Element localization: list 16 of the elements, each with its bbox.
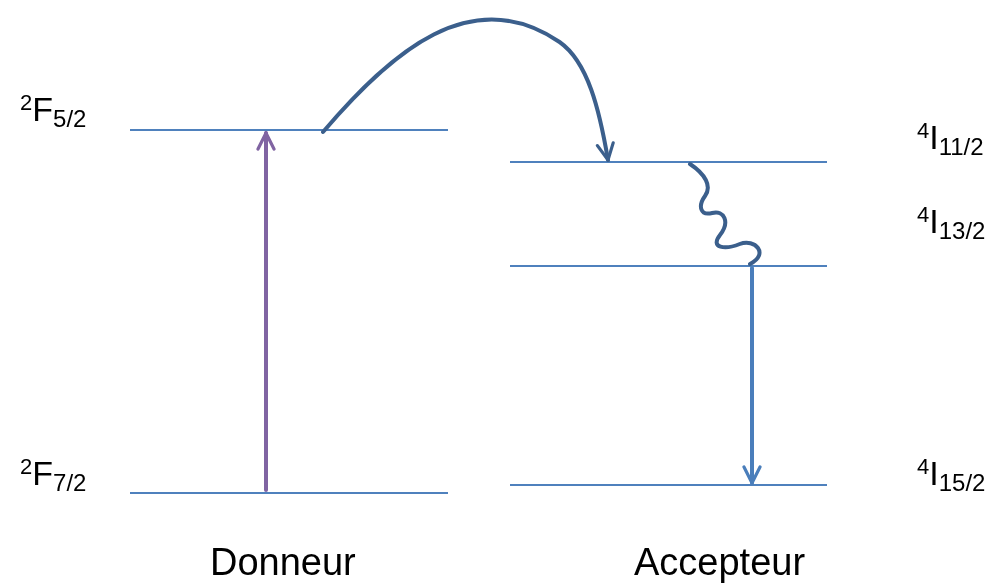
arrow (256, 131, 276, 492)
energy-level-line (510, 265, 827, 267)
energy-level-line (510, 161, 827, 163)
level-label: $^{4}$I$_{13/2}$ (917, 204, 986, 238)
energy-level-line (510, 484, 827, 486)
level-label: $^{2}$F$_{7/2}$ (20, 456, 87, 490)
arrow (742, 266, 762, 485)
group-label: Donneur (210, 543, 356, 581)
energy-level-line (130, 129, 448, 131)
group-label: Accepteur (634, 543, 806, 581)
curved-arrow (321, 17, 615, 162)
wavy-line (688, 162, 762, 266)
level-label: $^{4}$I$_{15/2}$ (917, 456, 986, 490)
level-label: $^{2}$F$_{5/2}$ (20, 92, 87, 126)
level-label: $^{4}$I$_{11/2}$ (917, 120, 984, 154)
energy-level-line (130, 492, 448, 494)
